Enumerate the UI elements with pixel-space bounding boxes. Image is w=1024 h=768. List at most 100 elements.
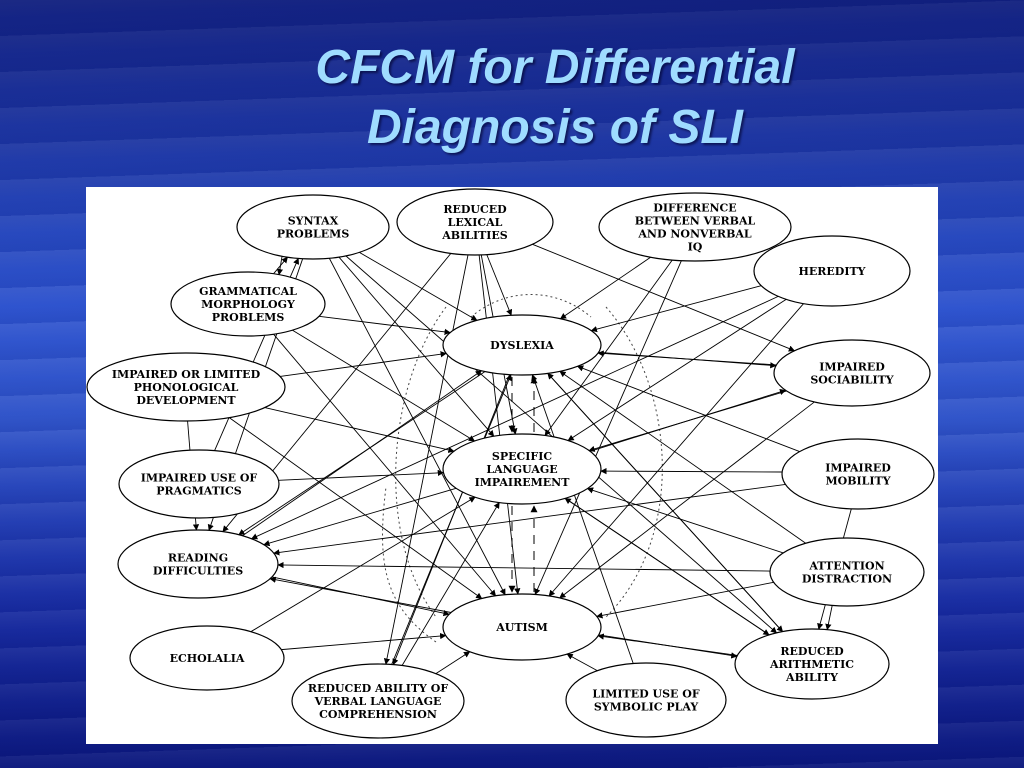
edge-sli-to-sociability <box>589 388 787 452</box>
edge-attention-to-dyslexia <box>559 370 806 544</box>
node-label: PROBLEMS <box>212 311 285 324</box>
edge-heredity-to-autism <box>548 303 804 597</box>
node-autism: AUTISM <box>442 593 602 661</box>
node-ellipse <box>170 271 326 337</box>
node-label: DIFFERENCE <box>653 202 736 215</box>
edge-attention-to-autism <box>596 581 774 619</box>
edge-sli-to-arithmetic <box>565 497 770 636</box>
concept-map-svg: SYNTAXPROBLEMSREDUCEDLEXICALABILITIESDIF… <box>86 188 935 739</box>
node-label: DYSLEXIA <box>490 339 554 352</box>
node-ellipse <box>781 438 935 510</box>
edge-verbal-to-sli <box>401 501 500 666</box>
node-label: DIFFICULTIES <box>153 565 243 578</box>
edge-grammatical-to-autism <box>273 333 497 597</box>
node-ellipse <box>773 339 931 407</box>
dashed-edges-layer <box>508 376 538 593</box>
edge-mobility-to-dyslexia <box>576 365 800 453</box>
dotted-loop-arcs <box>382 294 663 643</box>
edge-attention-to-arithmetic <box>825 605 833 631</box>
edge-diffiq-to-autism <box>534 260 682 596</box>
edge-echolalia-to-autism <box>281 632 447 651</box>
node-label: PRAGMATICS <box>156 485 242 498</box>
node-label: ARITHMETIC <box>769 658 854 671</box>
edge-pragmatics-to-sli <box>278 469 445 481</box>
node-ellipse <box>86 352 286 422</box>
edge-grammatical-to-syntax <box>273 256 288 275</box>
node-label: PROBLEMS <box>277 228 350 241</box>
node-ellipse <box>236 194 390 260</box>
node-label: LEXICAL <box>448 216 503 229</box>
edge-diffiq-to-dyslexia <box>559 256 652 320</box>
node-label: PHONOLOGICAL <box>134 381 239 394</box>
node-ellipse <box>753 235 911 307</box>
edge-grammatical-to-dyslexia <box>318 315 451 335</box>
edge-attention-to-sli <box>586 487 784 554</box>
node-phono: IMPAIRED OR LIMITEDPHONOLOGICALDEVELOPME… <box>86 352 286 422</box>
edge-autism-to-arithmetic <box>598 634 738 659</box>
edge-syntax-to-autism <box>328 258 506 596</box>
edge-dyslexia-to-arithmetic <box>547 373 784 633</box>
node-label: REDUCED <box>443 203 507 216</box>
nodes-layer: SYNTAXPROBLEMSREDUCEDLEXICALABILITIESDIF… <box>86 188 935 739</box>
node-ellipse <box>129 625 285 691</box>
node-ellipse <box>396 188 554 256</box>
node-dyslexia: DYSLEXIA <box>442 314 602 376</box>
edge-dyslexia-to-reading <box>238 371 486 536</box>
edges-layer <box>187 243 852 675</box>
node-label: GRAMMATICAL <box>199 285 297 298</box>
node-label: IMPAIRED <box>819 361 885 374</box>
node-label: AUTISM <box>495 621 548 634</box>
edge-autism-to-reading <box>269 576 452 613</box>
node-label: HEREDITY <box>798 265 865 278</box>
edge-attention-to-reading <box>277 561 771 572</box>
edge-heredity-to-dyslexia <box>590 285 762 333</box>
node-label: VERBAL LANGUAGE <box>314 695 442 708</box>
node-label: SYNTAX <box>288 215 339 228</box>
slide-title: CFCM for Differential Diagnosis of SLI <box>230 38 880 158</box>
edge-syntax-to-dyslexia <box>359 251 478 321</box>
node-ellipse <box>565 662 727 738</box>
edge-dyslexia-to-verbal <box>392 374 510 666</box>
edge-phono-to-autism <box>228 417 483 599</box>
node-label: SOCIABILITY <box>810 374 893 387</box>
edge-phono-to-dyslexia <box>280 351 447 377</box>
title-line-2: Diagnosis of SLI <box>366 101 744 154</box>
edge-heredity-to-sli <box>567 298 787 441</box>
node-label: DISTRACTION <box>802 573 892 586</box>
node-label: MORPHOLOGY <box>201 298 295 311</box>
edge-echolalia-to-sli <box>250 496 476 633</box>
node-heredity: HEREDITY <box>753 235 911 307</box>
edge-mobility-to-reading <box>273 483 786 556</box>
node-label: ATTENTION <box>808 560 884 573</box>
edge-verbal-to-autism <box>435 651 471 675</box>
edge-lexical-to-autism <box>478 254 521 595</box>
node-label: LIMITED USE OF <box>592 688 699 701</box>
edge-symbolic-to-autism <box>566 653 598 672</box>
node-label: ABILITY <box>785 671 838 684</box>
node-echolalia: ECHOLALIA <box>129 625 285 691</box>
node-ellipse <box>442 433 602 505</box>
node-label: MOBILITY <box>825 475 890 488</box>
node-label: IMPAIRED <box>825 462 891 475</box>
edge-sli-to-reading <box>263 487 457 547</box>
node-label: ECHOLALIA <box>170 652 245 665</box>
title-line-1: CFCM for Differential <box>315 41 795 94</box>
edge-dyslexia-to-sociability <box>598 351 777 369</box>
edge-grammatical-to-sli <box>292 329 476 442</box>
node-label: IMPAIRED USE OF <box>141 472 258 485</box>
edge-heredity-to-reading <box>250 295 779 540</box>
edge-syntax-to-sli <box>338 256 495 437</box>
node-label: COMPREHENSION <box>319 708 437 721</box>
